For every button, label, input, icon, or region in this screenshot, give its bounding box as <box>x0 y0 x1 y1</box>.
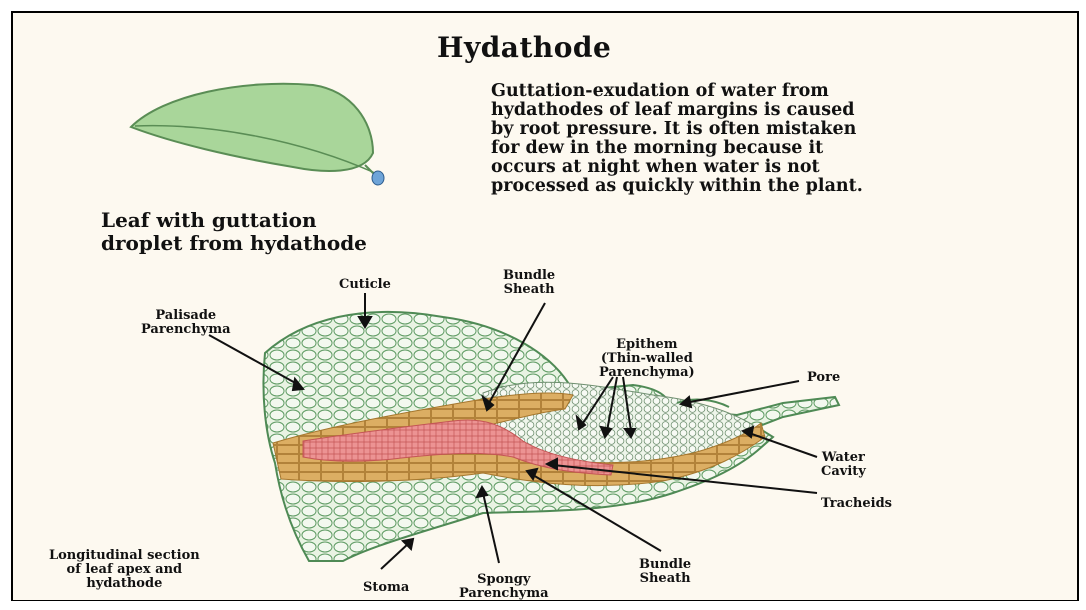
label-pore: Pore <box>807 371 840 385</box>
label-cuticle: Cuticle <box>339 278 391 292</box>
page-title: Hydathode <box>437 31 611 64</box>
label-bundle-sheath-top: Bundle Sheath <box>503 269 555 297</box>
label-spongy-parenchyma: Spongy Parenchyma <box>459 573 549 601</box>
label-water-cavity: Water Cavity <box>821 451 866 479</box>
leaf-section <box>263 312 839 561</box>
label-stoma: Stoma <box>363 581 409 595</box>
label-tracheids: Tracheids <box>821 497 892 511</box>
leaf-icon <box>131 84 384 185</box>
label-longitudinal-section: Longitudinal section of leaf apex and hy… <box>49 549 200 591</box>
label-palisade-parenchyma: Palisade Parenchyma <box>141 309 231 337</box>
leaf-caption: Leaf with guttation droplet from hydatho… <box>101 209 367 255</box>
description-text: Guttation-exudation of water from hydath… <box>491 82 1079 196</box>
label-bundle-sheath-bottom: Bundle Sheath <box>639 558 691 586</box>
figure-frame: Hydathode Guttation-exudation of water f… <box>11 11 1079 601</box>
droplet-icon <box>372 171 384 185</box>
label-epithem: Epithem (Thin-walled Parenchyma) <box>599 338 695 380</box>
